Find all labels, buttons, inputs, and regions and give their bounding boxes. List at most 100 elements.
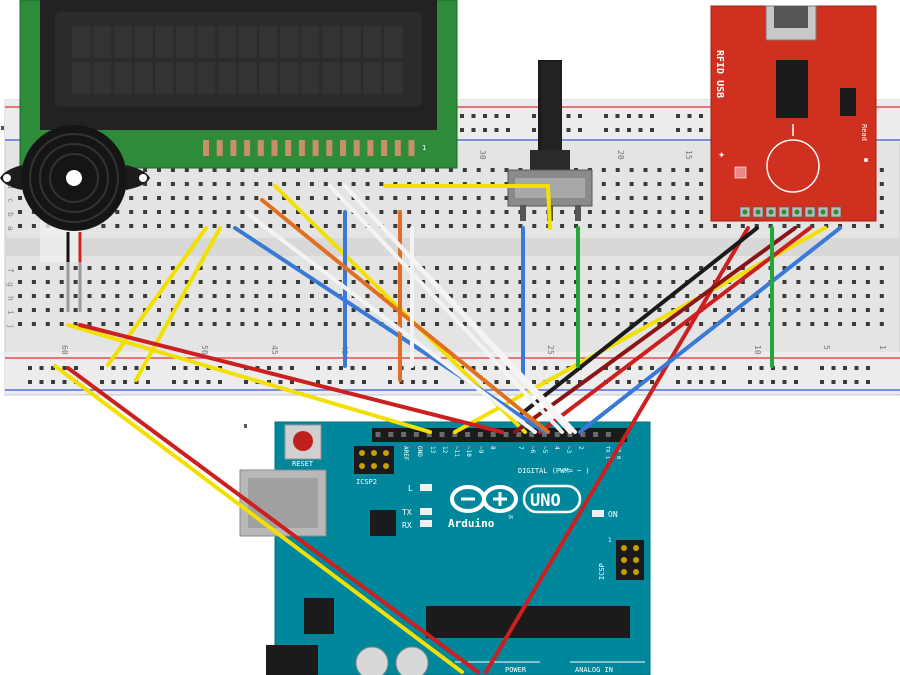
power-rail-hole — [650, 114, 654, 118]
wire-red-rfid-2[interactable] — [538, 226, 812, 434]
wire-yellow-2[interactable] — [53, 364, 464, 674]
rfid-led — [734, 166, 747, 179]
lcd-header-pin — [381, 140, 388, 156]
power-rail-hole — [483, 366, 487, 370]
capacitor-right — [395, 646, 429, 675]
wire-white-2[interactable] — [328, 184, 564, 434]
lcd-header-pin — [298, 140, 305, 156]
breadboard-hole — [615, 280, 620, 284]
row-letter-c: c — [6, 198, 15, 203]
reset-button[interactable] — [293, 431, 313, 451]
col-num-60: 60 — [60, 345, 69, 355]
breadboard-hole — [143, 322, 148, 326]
breadboard-hole — [601, 266, 606, 270]
breadboard-hole — [740, 308, 745, 312]
wire-yellow-pot[interactable] — [383, 184, 552, 230]
breadboard-hole — [852, 224, 856, 228]
power-rail-hole — [494, 366, 499, 370]
breadboard-hole — [754, 224, 759, 228]
lcd-header-pin — [367, 140, 374, 156]
breadboard-hole — [643, 182, 648, 186]
lcd-char-cell — [92, 62, 112, 94]
wire-white-4[interactable] — [368, 212, 577, 434]
lcd-header-pin — [244, 140, 251, 156]
breadboard-hole — [838, 322, 843, 326]
breadboard-hole — [115, 266, 120, 270]
breadboard-hole — [407, 224, 412, 228]
lcd-header-pin — [257, 140, 264, 156]
capacitor-left — [355, 646, 389, 675]
breadboard-hole — [282, 182, 287, 186]
breadboard-hole — [810, 280, 815, 284]
breadboard-hole — [393, 266, 398, 270]
breadboard-hole — [323, 196, 328, 200]
stray-mark-left — [1, 126, 4, 130]
breadboard-hole — [852, 294, 856, 298]
breadboard-hole — [421, 308, 426, 312]
breadboard-hole — [143, 182, 148, 186]
breadboard-hole — [560, 280, 565, 284]
buzzer-tab-left — [0, 165, 22, 190]
power-rail-hole — [195, 366, 199, 370]
breadboard-hole — [657, 280, 662, 284]
breadboard-hole — [879, 196, 884, 200]
breadboard-hole — [435, 168, 439, 172]
breadboard-hole — [462, 168, 467, 172]
breadboard-hole — [476, 196, 481, 200]
wire-white-1[interactable] — [246, 212, 537, 434]
power-rail-hole — [638, 114, 643, 118]
wire-red-1[interactable] — [78, 323, 504, 434]
power-rail-hole — [411, 380, 415, 384]
power-rail-hole — [123, 366, 127, 370]
breadboard-hole — [170, 168, 175, 172]
breadboard-hole — [504, 294, 509, 298]
power-rail-hole — [532, 366, 536, 370]
breadboard-hole — [601, 294, 606, 298]
breadboard-hole — [504, 266, 509, 270]
power-rail-hole — [604, 114, 608, 118]
wire-red-2[interactable] — [66, 366, 480, 674]
breadboard-hole — [407, 322, 412, 326]
breadboard-hole — [379, 196, 384, 200]
breadboard-hole — [490, 266, 495, 270]
wire-orange-1[interactable] — [260, 198, 550, 434]
breadboard-hole — [421, 210, 426, 214]
wire-yellow-1[interactable] — [66, 323, 432, 434]
wire-yellow-4[interactable] — [134, 226, 222, 382]
digital-header-pin — [605, 432, 611, 437]
power-rail-hole — [687, 366, 692, 370]
wire-blue-rfid[interactable] — [578, 226, 842, 434]
row-letter-a: a — [6, 226, 15, 231]
power-rail-hole — [28, 380, 32, 384]
pin-label-3: ~3 — [565, 446, 572, 454]
digital-header-pin — [541, 432, 547, 437]
breadboard-hole — [852, 308, 856, 312]
col-num-45: 45 — [270, 345, 279, 355]
breadboard-hole — [101, 280, 106, 284]
breadboard-hole — [435, 308, 439, 312]
pin-label-8: 8 — [489, 446, 496, 450]
breadboard-hole — [448, 308, 453, 312]
wire-black-rfid[interactable] — [518, 226, 759, 417]
breadboard-hole — [240, 280, 245, 284]
breadboard-hole — [671, 182, 676, 186]
lcd-char-cell — [92, 26, 112, 58]
breadboard-hole — [184, 266, 189, 270]
power-rail-hole — [39, 380, 44, 384]
lcd-header-pin — [394, 140, 401, 156]
breadboard-hole — [212, 294, 217, 298]
breadboard-hole — [129, 210, 134, 214]
wire-red-rfid[interactable] — [484, 226, 750, 674]
wire-darkred-rfid[interactable] — [513, 226, 797, 434]
breadboard-hole — [462, 224, 467, 228]
breadboard-hole — [448, 266, 453, 270]
breadboard-hole — [296, 280, 300, 284]
lcd-char-cells — [72, 26, 403, 94]
power-rail-hole — [854, 380, 859, 384]
breadboard-hole — [518, 322, 523, 326]
power-rail-hole — [267, 380, 271, 384]
breadboard-hole — [184, 322, 189, 326]
wire-yellow-3[interactable] — [106, 226, 208, 367]
lcd-char-cell — [134, 26, 153, 58]
power-rail-hole — [722, 380, 726, 384]
